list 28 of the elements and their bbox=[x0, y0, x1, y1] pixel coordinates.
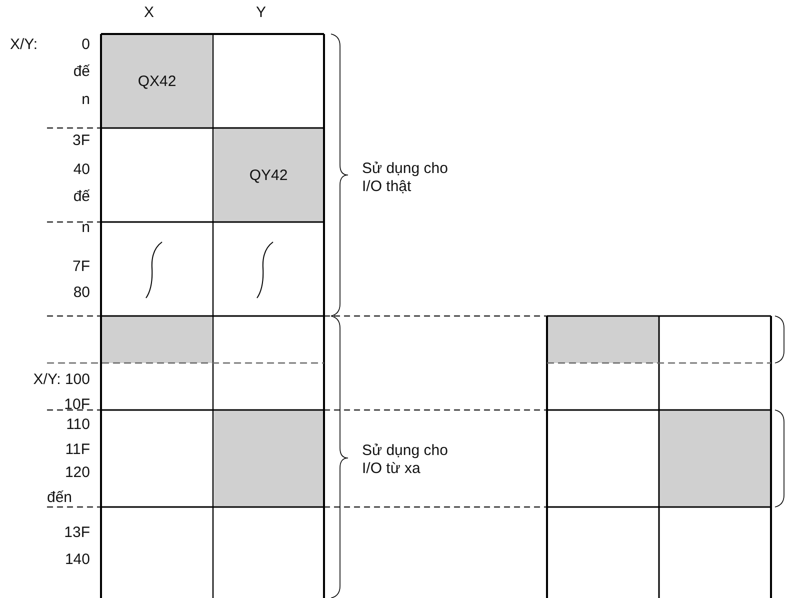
address-label: 40 bbox=[73, 161, 90, 179]
address-label: 80 bbox=[73, 284, 90, 302]
address-label: 120 bbox=[64, 464, 90, 482]
address-label: 110 bbox=[66, 416, 90, 434]
address-label: 0 bbox=[82, 36, 90, 54]
address-label: 11F bbox=[65, 441, 90, 459]
range-note: Sử dụng cho I/O thật bbox=[362, 160, 449, 196]
address-label: 13F bbox=[64, 524, 90, 542]
address-label: n bbox=[82, 91, 90, 109]
shaded-block bbox=[660, 411, 770, 506]
shaded-block bbox=[548, 317, 658, 363]
address-label: n bbox=[82, 219, 90, 237]
address-label: đế bbox=[73, 188, 90, 206]
address-label: X/Y: bbox=[10, 36, 38, 54]
column-header: X bbox=[144, 4, 154, 22]
range-note: Sử dụng cho I/O từ xa bbox=[362, 442, 449, 478]
module-block: QX42 bbox=[102, 35, 212, 127]
shaded-block bbox=[102, 317, 212, 363]
address-label: đến bbox=[47, 489, 72, 507]
shaded-block bbox=[214, 411, 323, 506]
address-label: X/Y: 100 bbox=[33, 371, 90, 389]
column-header: Y bbox=[256, 4, 266, 22]
address-label: 3F bbox=[72, 132, 90, 150]
address-label: 10F bbox=[64, 396, 90, 414]
module-block: QY42 bbox=[214, 129, 323, 221]
address-label: 7F bbox=[72, 258, 90, 276]
address-label: 140 bbox=[64, 551, 90, 569]
address-label: đế bbox=[73, 63, 90, 81]
